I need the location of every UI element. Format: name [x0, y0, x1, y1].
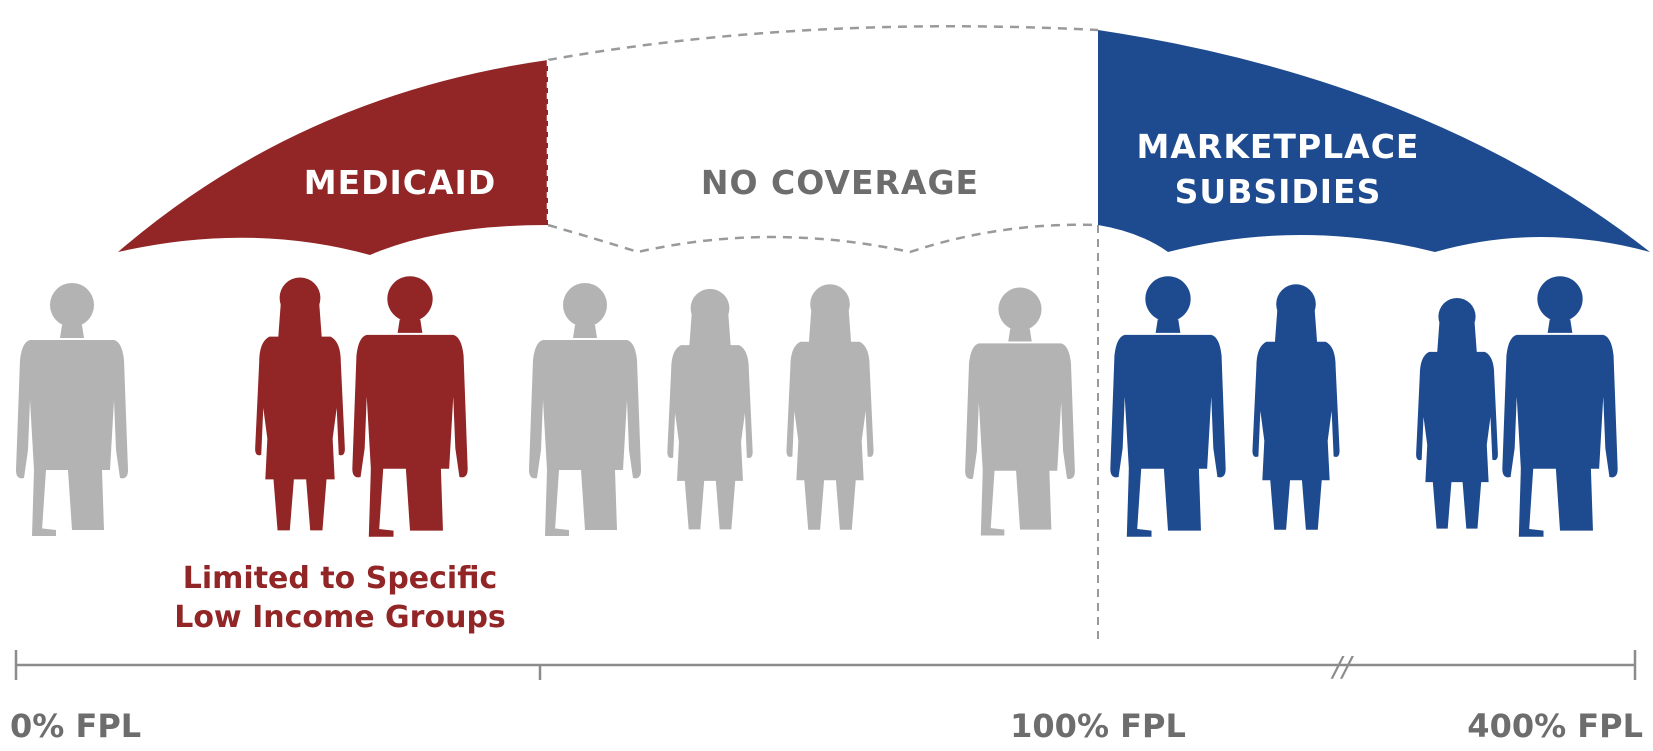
no-coverage-canopy	[547, 25, 1099, 254]
uncovered-woman-icon	[786, 284, 874, 530]
no-coverage-label: NO COVERAGE	[701, 163, 979, 202]
marketplace-label-line2: SUBSIDIES	[1175, 172, 1382, 211]
marketplace-man-icon	[1502, 276, 1618, 537]
medicaid-label: MEDICAID	[304, 163, 496, 202]
uncovered-man-icon	[965, 287, 1075, 536]
medicaid-woman-icon	[255, 277, 345, 531]
fpl-axis	[14, 650, 1637, 680]
uncovered-man-icon	[529, 283, 641, 536]
axis-break-mark: //	[1330, 650, 1354, 683]
axis-label-0-fpl: 0% FPL	[10, 707, 141, 745]
marketplace-canopy	[1098, 30, 1650, 252]
medicaid-note-line2: Low Income Groups	[174, 600, 506, 635]
uncovered-man-icon	[16, 283, 128, 536]
medicaid-man-icon	[352, 276, 468, 537]
axis-label-100-fpl: 100% FPL	[1010, 707, 1186, 745]
medicaid-note-line1: Limited to Specific	[183, 561, 497, 596]
marketplace-man-icon	[1110, 276, 1226, 537]
uncovered-woman-icon	[667, 288, 753, 530]
marketplace-woman-icon	[1252, 284, 1340, 530]
axis-label-400-fpl: 400% FPL	[1467, 707, 1643, 745]
marketplace-label-line1: MARKETPLACE	[1137, 127, 1420, 166]
medicaid-canopy	[118, 60, 548, 255]
marketplace-woman-icon	[1416, 297, 1498, 529]
people-row	[16, 276, 1618, 537]
